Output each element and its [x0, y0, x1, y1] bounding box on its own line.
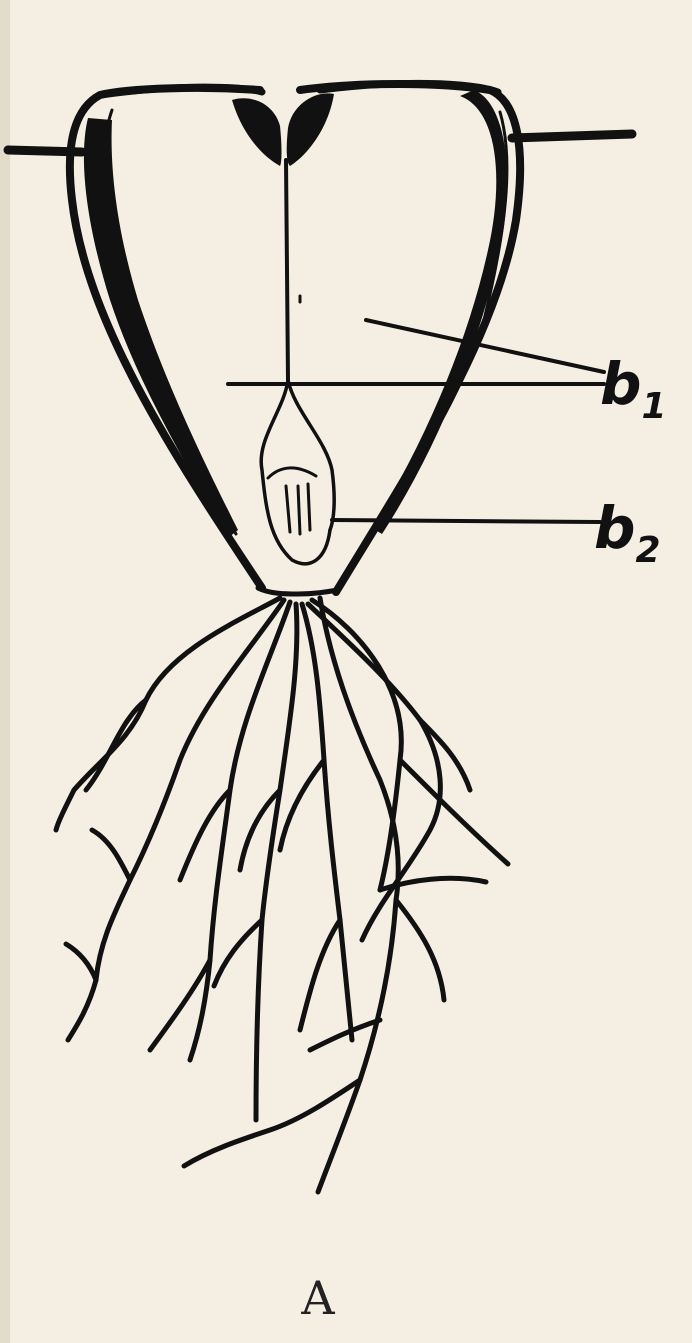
paper-edge	[0, 0, 10, 1343]
figure-caption: A	[300, 1271, 335, 1325]
label-b1: b1	[600, 350, 667, 427]
label-b2: b2	[594, 494, 661, 571]
root-system	[56, 598, 508, 1192]
b2-leader	[332, 520, 600, 522]
label-leader-lines	[228, 320, 604, 522]
neck-to-roots	[258, 588, 338, 594]
cotyledon-tips	[232, 93, 334, 166]
embryo-axis	[261, 160, 334, 564]
